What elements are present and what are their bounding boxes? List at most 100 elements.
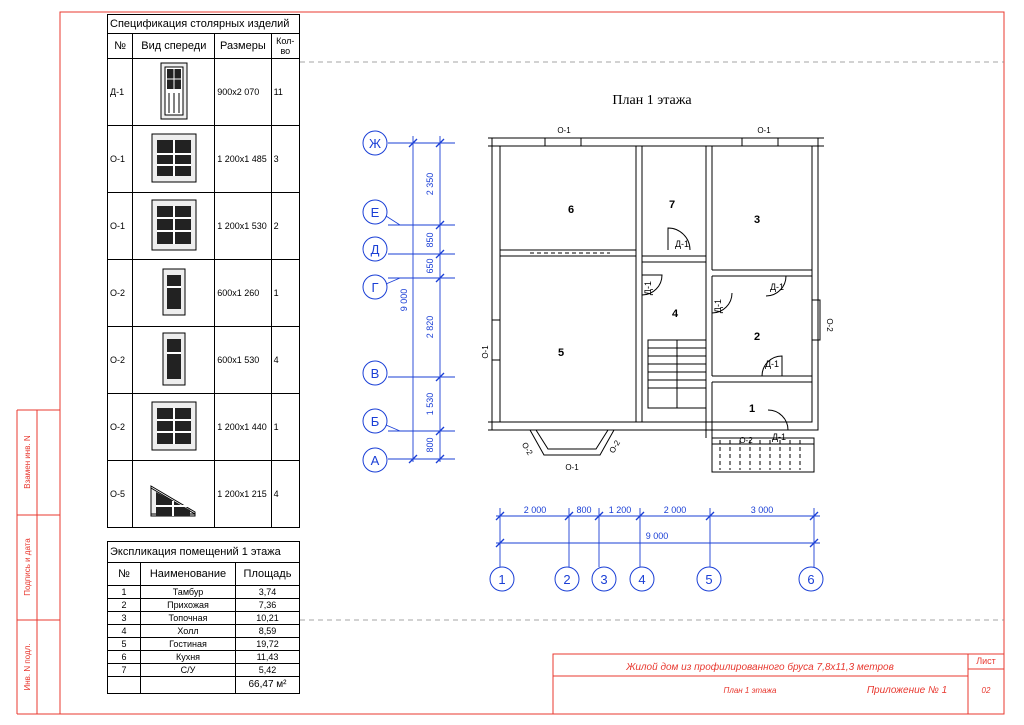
table-row: О-5 1 200x1 215 4 (106, 460, 301, 528)
expl-name: Топочная (140, 611, 236, 625)
expl-area: 3,74 (235, 585, 300, 599)
dim-v-1530: 1 530 (425, 393, 435, 416)
room-5: 5 (558, 347, 564, 359)
room-1: 1 (749, 403, 755, 415)
room-3: 3 (754, 214, 760, 226)
narrow-window-front-icon (132, 326, 216, 394)
spec-qty: 4 (270, 326, 301, 394)
dimension-lines (388, 136, 820, 567)
spec-qty: 3 (270, 125, 301, 193)
room-4: 4 (672, 308, 679, 320)
spec-no: О-2 (106, 259, 134, 327)
opening-label: Д-1 (675, 239, 689, 249)
spec-qty: 2 (270, 192, 301, 260)
opening-label: Д-1 (770, 282, 784, 292)
floor-plan (488, 137, 824, 473)
dimension-ticks (408, 138, 819, 548)
expl-area: 5,42 (235, 663, 300, 677)
room-7: 7 (669, 199, 675, 211)
stamp-sheet-number: 02 (982, 686, 991, 695)
expl-no: 6 (107, 650, 141, 664)
axis-4: 4 (638, 572, 645, 587)
expl-title: Экспликация помещений 1 этажа (107, 541, 300, 563)
opening-label: Д-1 (765, 359, 779, 369)
dim-v-total: 9 000 (399, 289, 409, 312)
table-row: Д-1 900x2 070 11 (106, 58, 301, 126)
side-stamp-original: Инв. N подл. (23, 643, 32, 690)
dim-v-650: 650 (425, 258, 435, 273)
table-row: О-2 600x1 260 1 (106, 259, 301, 327)
room-2: 2 (754, 331, 760, 343)
opening-label: О-1 (481, 345, 490, 359)
opening-label: Д-1 (713, 299, 723, 313)
plan-dashed-openings (530, 252, 801, 470)
guide-lines (300, 61, 1004, 621)
spec-size: 600x1 260 (214, 259, 272, 327)
dim-v-850: 850 (425, 232, 435, 247)
expl-area: 7,36 (235, 598, 300, 612)
axis-2: 2 (563, 572, 570, 587)
spec-size: 1 200x1 440 (214, 393, 272, 461)
stamp-subtitle: План 1 этажа (724, 686, 778, 695)
axis-1: 1 (498, 572, 505, 587)
axis-3: 3 (600, 572, 607, 587)
opening-label: О-2 (825, 318, 834, 332)
window-front-icon (132, 393, 216, 461)
opening-label: О-2 (608, 438, 623, 455)
spec-header-no: № (106, 33, 134, 59)
dim-h-1200: 1 200 (609, 505, 632, 515)
expl-area: 19,72 (235, 637, 300, 651)
window-front-icon (132, 125, 216, 193)
dim-h-2000a: 2 000 (524, 505, 547, 515)
expl-name: Холл (140, 624, 236, 638)
table-row: О-2 600x1 530 4 (106, 326, 301, 394)
spec-size: 1 200x1 530 (214, 192, 272, 260)
table-row: О-2 1 200x1 440 1 (106, 393, 301, 461)
trapezoid-window-front-icon (132, 460, 216, 528)
opening-label: О-1 (557, 126, 571, 135)
dim-v-2820: 2 820 (425, 316, 435, 339)
dim-v-2350: 2 350 (425, 173, 435, 196)
expl-header-area: Площадь (235, 562, 300, 586)
spec-qty: 1 (270, 393, 301, 461)
opening-label: Д-1 (643, 281, 653, 295)
axis-zh: Ж (369, 136, 381, 151)
spec-no: Д-1 (106, 58, 134, 126)
opening-label: О-1 (757, 126, 771, 135)
axis-5: 5 (705, 572, 712, 587)
side-stamp-replace: Взамен инв. N (23, 435, 32, 489)
spec-header-view: Вид спереди (132, 33, 216, 59)
expl-no: 3 (107, 611, 141, 625)
axis-b: Б (371, 414, 380, 429)
expl-no: 2 (107, 598, 141, 612)
spec-no: О-5 (106, 460, 134, 528)
door-front-icon (132, 58, 216, 126)
expl-no: 4 (107, 624, 141, 638)
spec-qty: 1 (270, 259, 301, 327)
window-front-icon (132, 192, 216, 260)
opening-label: О-1 (565, 463, 579, 472)
axis-d: Д (371, 242, 380, 257)
spec-qty: 11 (270, 58, 301, 126)
spec-header-qty: Кол-во (270, 33, 301, 59)
expl-name: С/У (140, 663, 236, 677)
axis-g: Г (371, 280, 378, 295)
expl-name: Гостиная (140, 637, 236, 651)
expl-name: Кухня (140, 650, 236, 664)
narrow-window-front-icon (132, 259, 216, 327)
spec-size: 900x2 070 (214, 58, 272, 126)
expl-area: 10,21 (235, 611, 300, 625)
axis-e: Е (371, 205, 380, 220)
axis-v: В (371, 366, 380, 381)
expl-no: 1 (107, 585, 141, 599)
spec-title: Спецификация столярных изделий (107, 14, 300, 34)
axis-letter-leaders (385, 215, 401, 432)
sheet-frame (16, 11, 1005, 715)
